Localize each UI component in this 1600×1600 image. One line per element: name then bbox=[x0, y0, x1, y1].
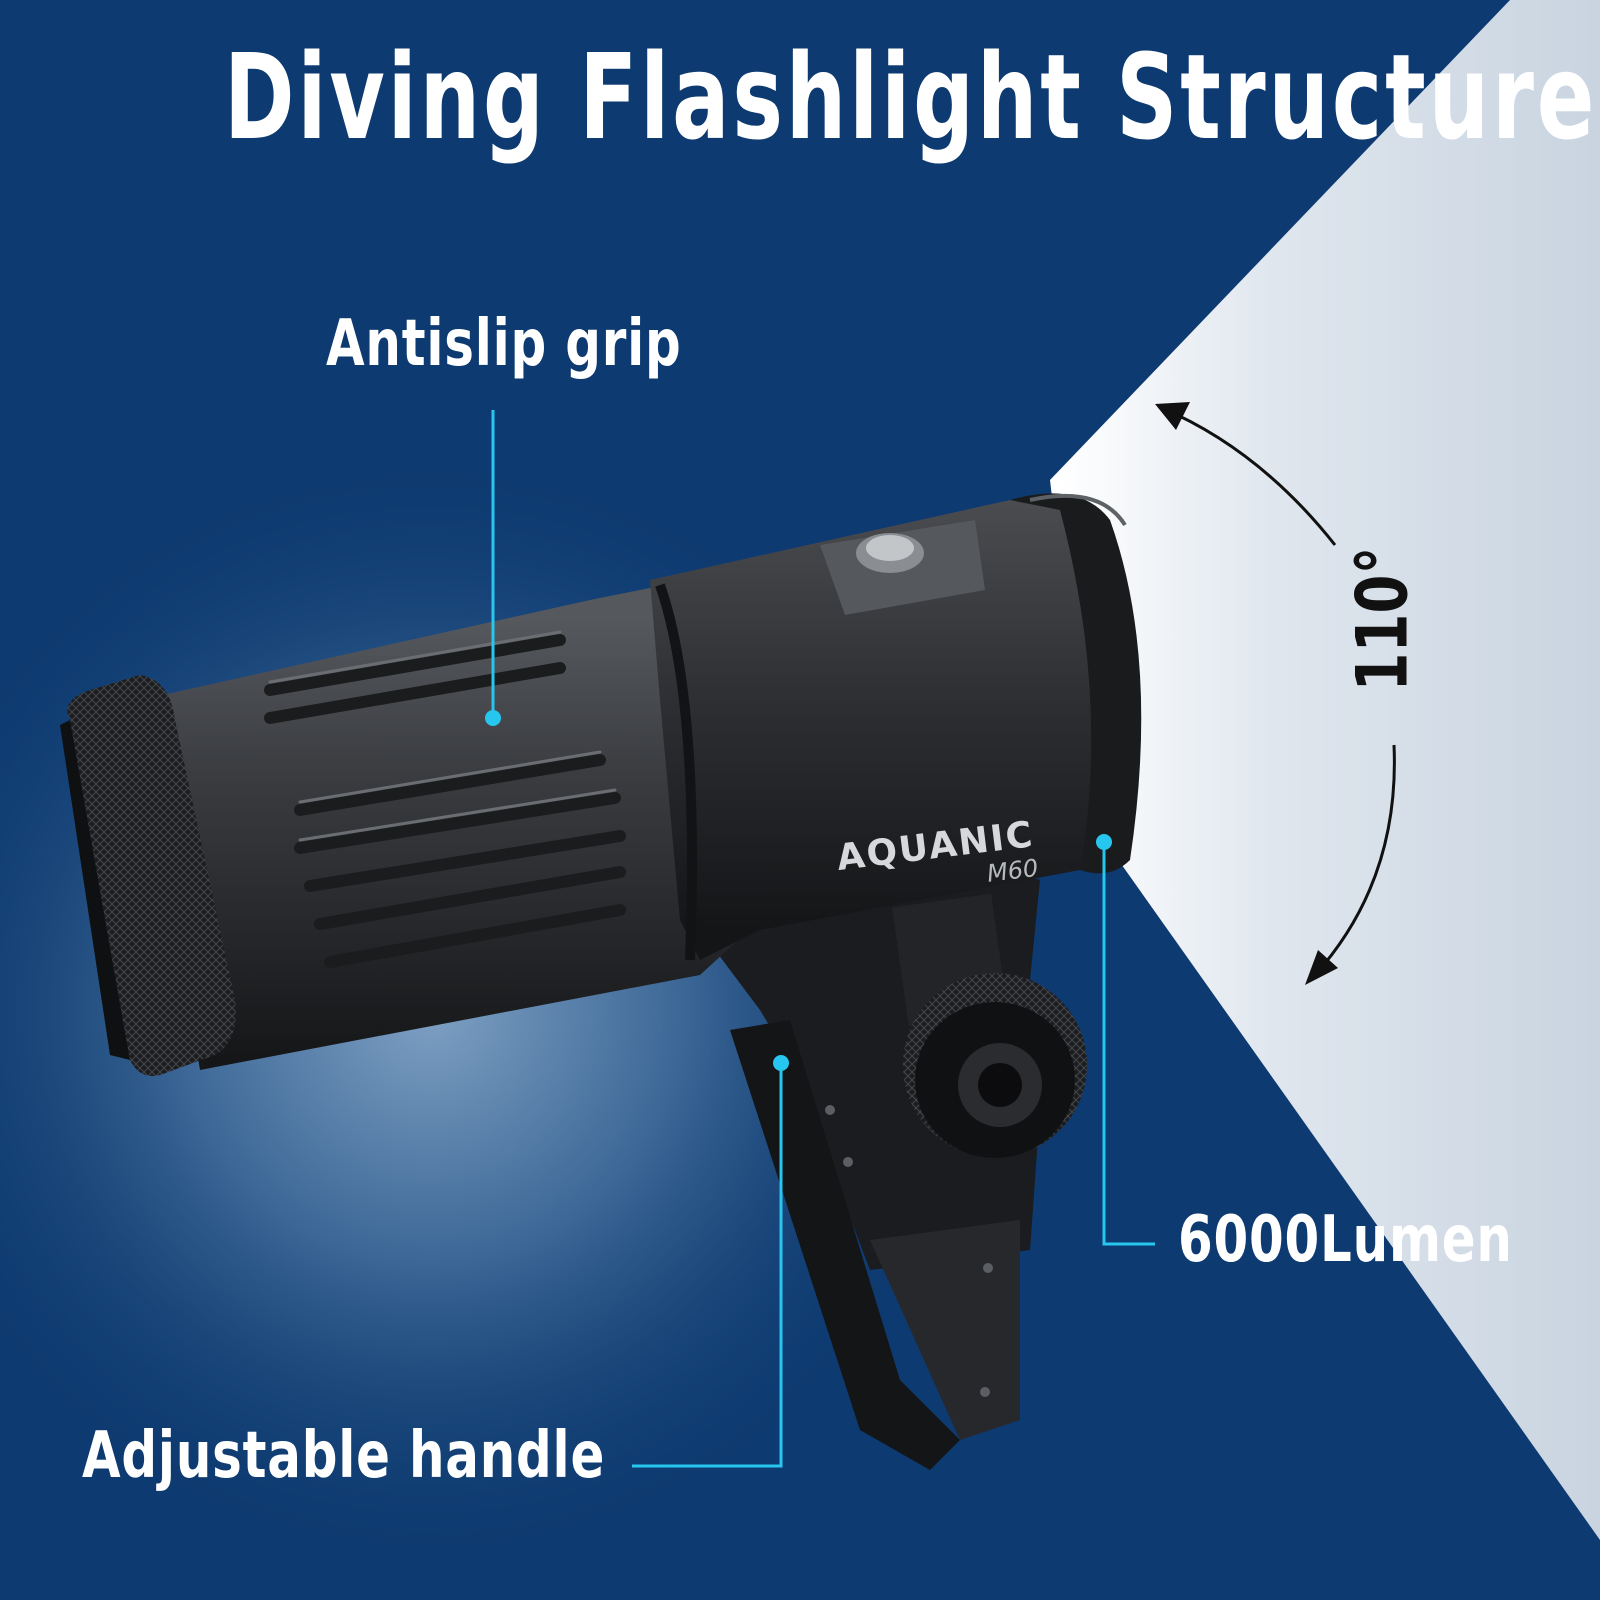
flashlight-body: AQUANIC M60 bbox=[60, 493, 1142, 1076]
angle-arc-bottom bbox=[1313, 744, 1396, 976]
tail-cap bbox=[67, 675, 236, 1076]
grip-grooves bbox=[264, 634, 626, 968]
callout-dot-lumen bbox=[1096, 834, 1112, 850]
adjustment-knob-icon bbox=[903, 973, 1087, 1158]
callout-lines bbox=[491, 410, 1155, 1468]
callout-label-lumen: 6000Lumen bbox=[1178, 1203, 1513, 1277]
light-beam bbox=[1050, 0, 1600, 1540]
callout-line-handle bbox=[632, 1063, 783, 1468]
arrowhead-bottom-icon bbox=[1305, 950, 1338, 985]
handle-bracket bbox=[660, 860, 1040, 1470]
lens-bezel bbox=[1010, 493, 1142, 874]
callout-dot-grip bbox=[485, 710, 501, 726]
arrowhead-top-icon bbox=[1155, 402, 1190, 430]
beam-angle-label: 110° bbox=[1341, 546, 1424, 692]
model-logo: M60 bbox=[985, 854, 1039, 888]
callout-dot-handle bbox=[773, 1055, 789, 1071]
angle-arc-top bbox=[1161, 406, 1337, 546]
callout-label-handle: Adjustable handle bbox=[82, 1419, 606, 1493]
callout-label-grip: Antislip grip bbox=[326, 307, 682, 381]
callout-line-lumen bbox=[1102, 842, 1155, 1246]
page-title: Diving Flashlight Structure bbox=[224, 28, 1598, 166]
